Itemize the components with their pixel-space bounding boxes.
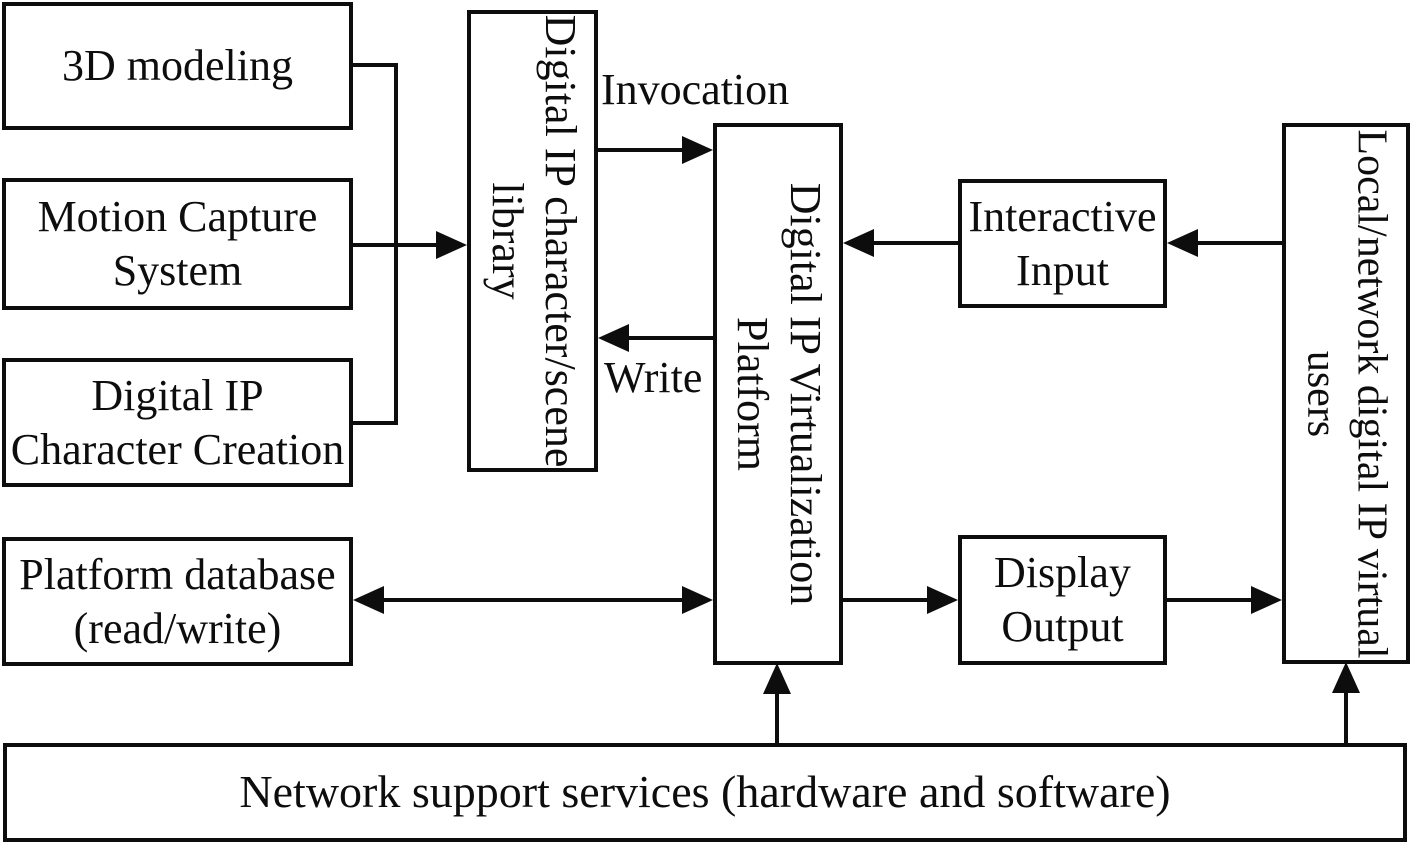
arrow-invocation-line xyxy=(598,148,688,152)
arrow-network-to-platform-head-icon xyxy=(763,663,791,694)
node-3d-modeling: 3D modeling xyxy=(2,2,353,130)
edge-label-write: Write xyxy=(604,353,703,402)
node-motion-capture-system-label: Motion Capture System xyxy=(37,192,318,295)
node-motion-capture-system: Motion Capture System xyxy=(2,178,353,310)
node-interactive-input-label: Interactive Input xyxy=(968,191,1157,295)
arrow-network-to-platform-line xyxy=(775,690,779,743)
arrow-database-head-icon xyxy=(353,586,384,614)
arrow-invocation-head-icon xyxy=(682,136,713,164)
arrow-platform-to-display-head-icon xyxy=(927,586,958,614)
connector-3d-modeling-elbow xyxy=(353,63,398,67)
node-display-output-label: Display Output xyxy=(994,548,1131,651)
node-character-scene-library: Digital IP character/scene library xyxy=(467,10,598,472)
node-character-scene-library-label: Digital IP character/scene library xyxy=(482,14,585,468)
node-virtual-users-label: Local/network digital IP virtual users xyxy=(1298,128,1395,659)
arrow-sources-to-library-head-icon xyxy=(436,231,467,259)
arrow-interactive-to-platform-head-icon xyxy=(843,229,874,257)
node-virtualization-platform: Digital IP Virtualization Platform xyxy=(713,123,843,665)
node-platform-database: Platform database (read/write) xyxy=(2,537,353,666)
node-network-support-services-label: Network support services (hardware and s… xyxy=(239,766,1171,818)
arrow-display-to-users-line xyxy=(1167,598,1256,602)
node-virtualization-platform-label: Digital IP Virtualization Platform xyxy=(728,182,830,606)
node-digital-ip-character-creation-label: Digital IP Character Creation xyxy=(10,370,345,474)
arrow-interactive-to-platform-line xyxy=(869,241,958,245)
arrow-sources-to-library-line xyxy=(353,243,440,247)
arrow-write-head-icon xyxy=(598,324,629,352)
arrow-users-to-interactive-line xyxy=(1193,241,1282,245)
arrow-network-to-users-line xyxy=(1344,689,1348,743)
arrow-write-line xyxy=(624,336,713,340)
arrow-platform-to-display-line xyxy=(843,598,932,602)
node-display-output: Display Output xyxy=(958,535,1167,665)
arrow-display-to-users-head-icon xyxy=(1251,586,1282,614)
arrow-network-to-users-head-icon xyxy=(1332,662,1360,693)
arrow-users-to-interactive-head-icon xyxy=(1167,229,1198,257)
node-platform-database-label: Platform database (read/write) xyxy=(19,549,336,653)
edge-label-invocation: Invocation xyxy=(601,65,790,114)
arrow-platform-head-icon xyxy=(682,586,713,614)
node-3d-modeling-label: 3D modeling xyxy=(62,41,293,91)
node-digital-ip-character-creation: Digital IP Character Creation xyxy=(2,358,353,487)
arrow-database-platform-line xyxy=(380,598,688,602)
node-interactive-input: Interactive Input xyxy=(958,179,1167,308)
node-virtual-users: Local/network digital IP virtual users xyxy=(1282,123,1410,664)
connector-creation-elbow xyxy=(353,421,398,425)
node-network-support-services: Network support services (hardware and s… xyxy=(3,743,1407,842)
